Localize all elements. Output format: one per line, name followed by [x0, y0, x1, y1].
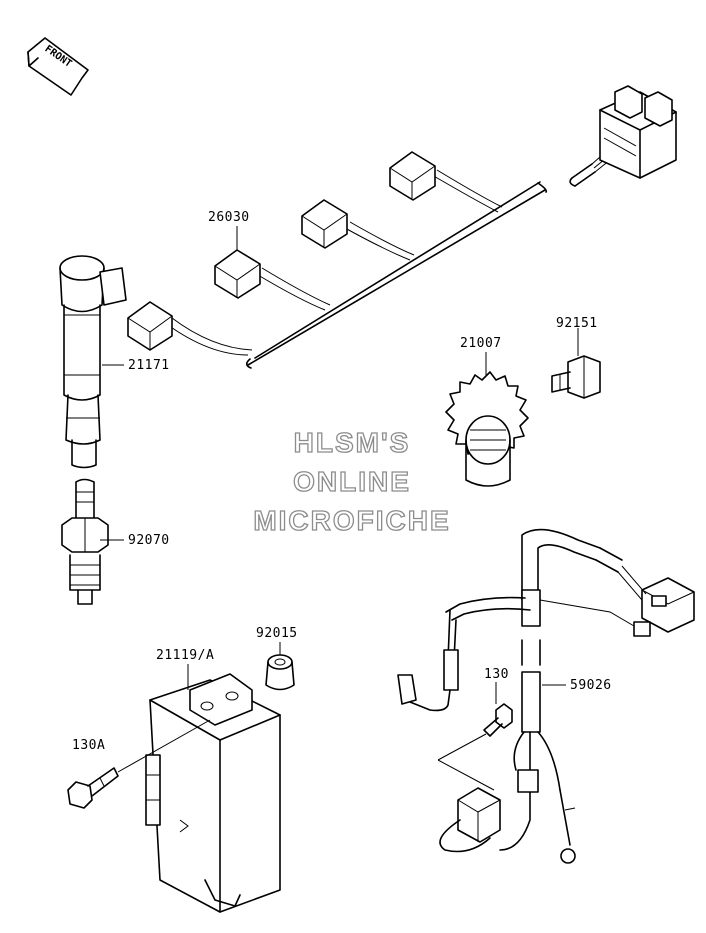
watermark-line-3: MICROFICHE — [253, 505, 450, 536]
sub-harness — [397, 528, 695, 864]
part-label-92015: 92015 — [256, 626, 298, 641]
front-arrow-icon: FRONT — [27, 37, 89, 96]
coil-connector-3 — [301, 199, 348, 249]
timing-rotor — [445, 371, 529, 487]
coil-connector-1 — [127, 301, 173, 351]
part-label-92070: 92070 — [128, 533, 170, 548]
leader-lines — [100, 226, 579, 704]
collar-92015 — [265, 654, 295, 691]
part-label-92151: 92151 — [556, 316, 598, 331]
part-label-130a: 130A — [72, 738, 105, 753]
part-label-21119a: 21119/A — [156, 648, 214, 663]
bolt-130 — [437, 703, 513, 791]
watermark-line-1: HLSM'S — [294, 427, 411, 458]
bolt-92151 — [551, 355, 601, 399]
part-label-21171: 21171 — [128, 358, 170, 373]
spark-plug — [61, 478, 109, 605]
watermark: HLSM'S ONLINE MICROFICHE — [253, 426, 450, 536]
coil-connector-4 — [389, 151, 436, 201]
part-labels: 26030 21171 21007 92151 92070 92015 2111… — [72, 210, 612, 753]
ignition-harness — [127, 85, 677, 369]
bolt-130a — [67, 719, 211, 809]
part-label-26030: 26030 — [208, 210, 250, 225]
igniter-unit — [145, 673, 281, 913]
watermark-line-2: ONLINE — [293, 466, 411, 497]
pickup-coil — [439, 787, 501, 853]
part-label-21007: 21007 — [460, 336, 502, 351]
coil-connector-2 — [214, 249, 261, 299]
ignition-coil — [59, 255, 127, 469]
part-label-59026: 59026 — [570, 678, 612, 693]
part-label-130: 130 — [484, 667, 509, 682]
